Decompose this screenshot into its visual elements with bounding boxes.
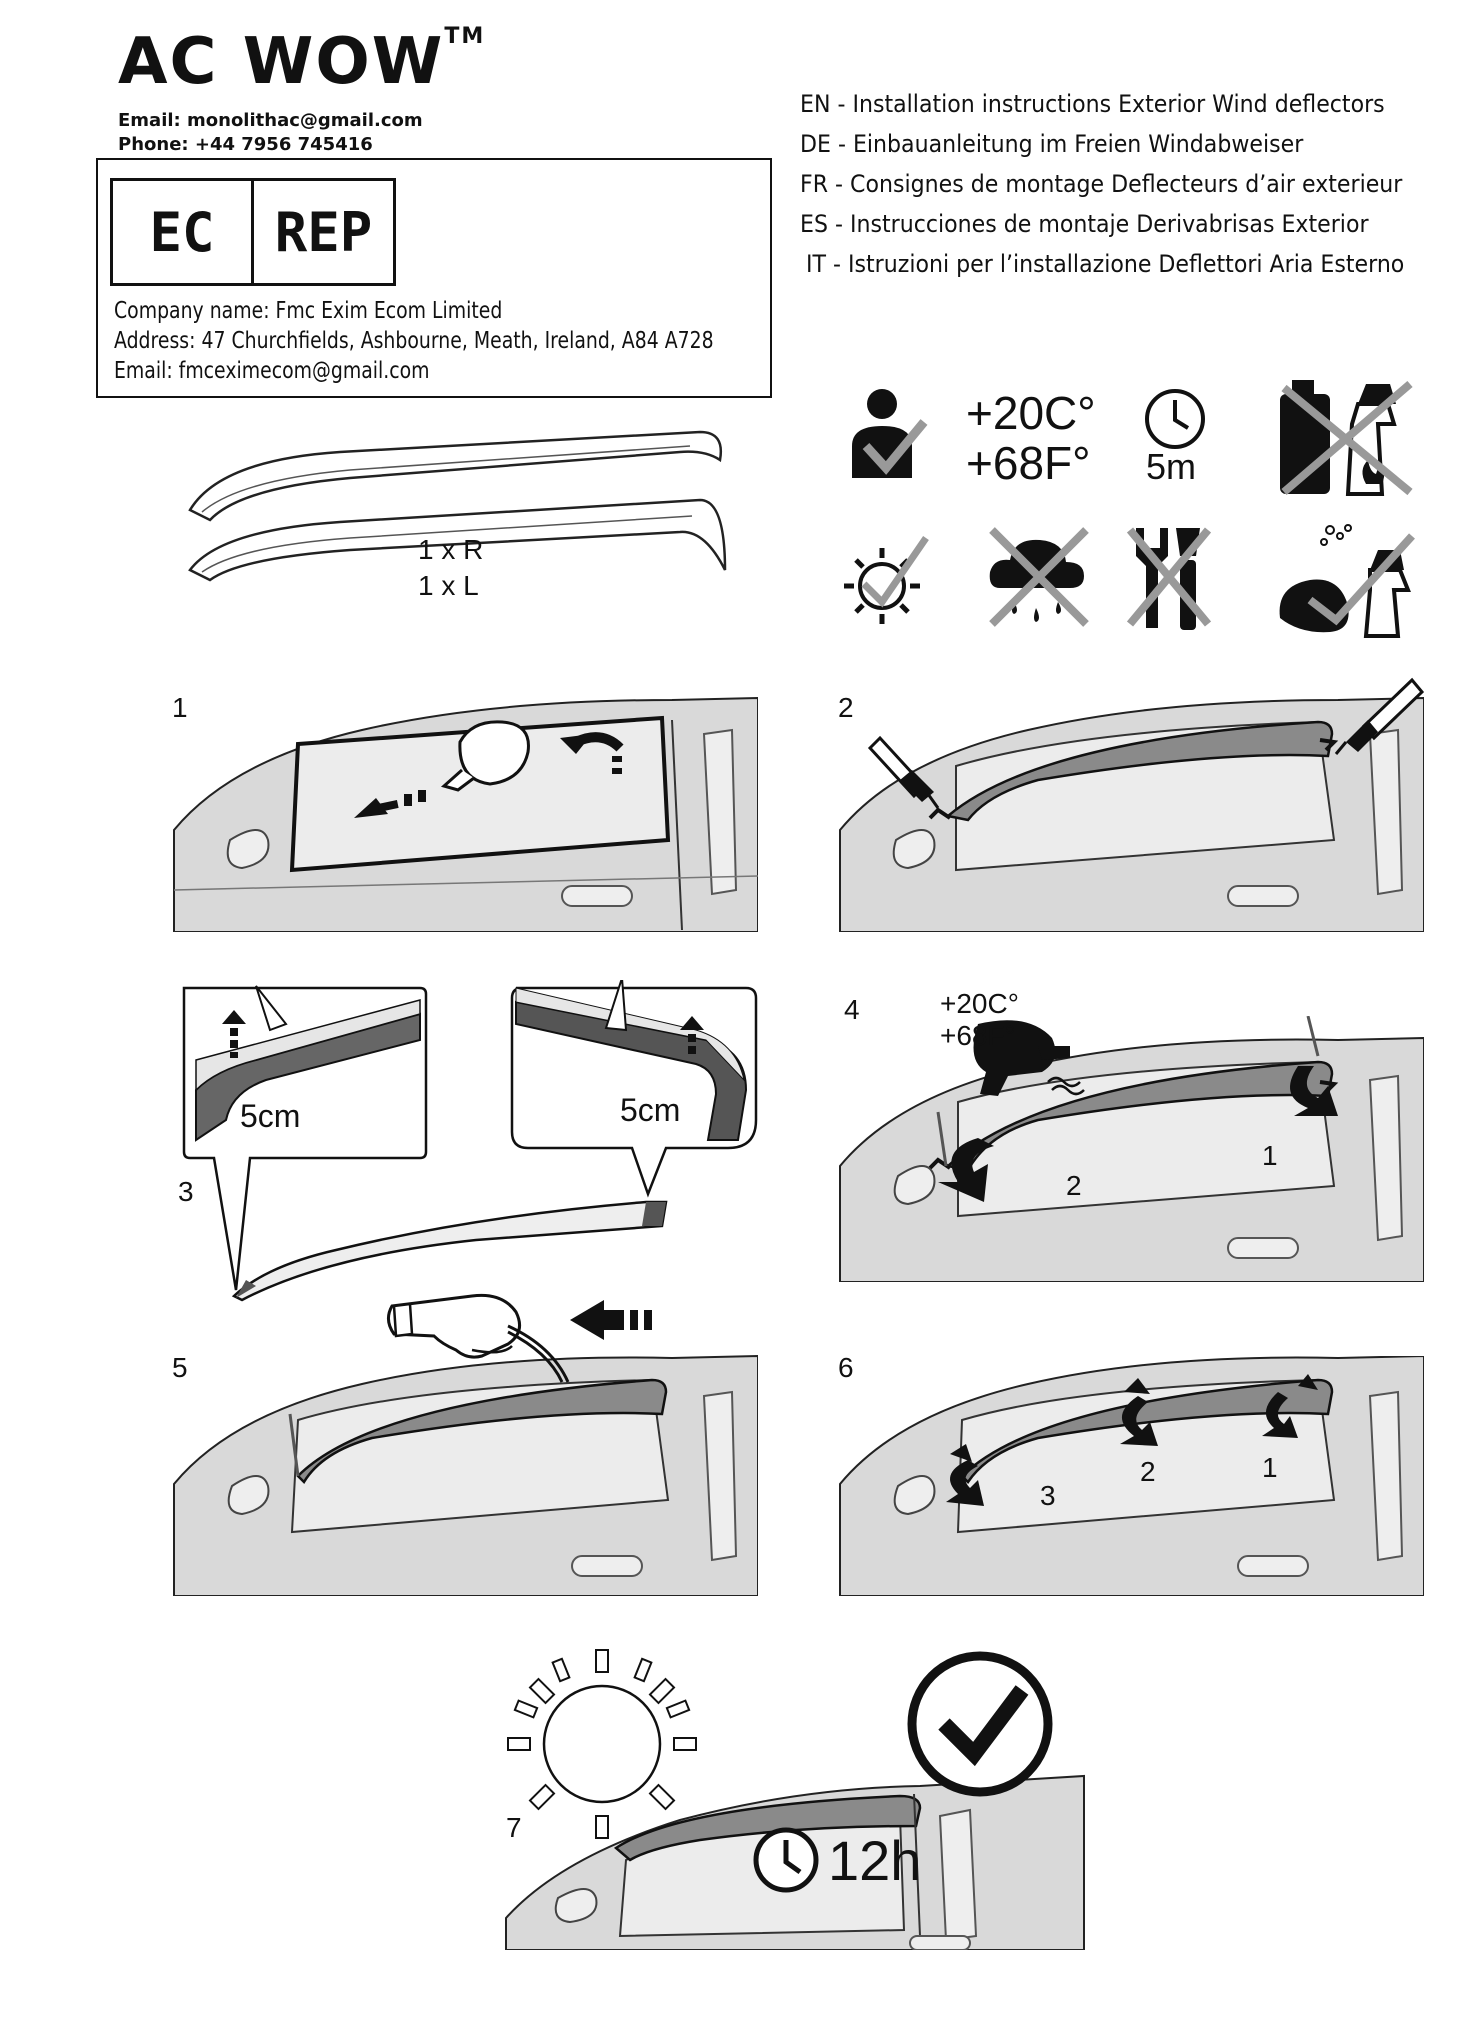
- rep-label: REP: [274, 200, 373, 264]
- title-fr: FR - Consignes de montage Deflecteurs d’…: [800, 170, 1403, 198]
- step-2-number: 2: [838, 692, 854, 723]
- brand-logo: AC WOWTM: [118, 24, 486, 99]
- step-7-number: 7: [506, 1812, 522, 1843]
- title-de: DE - Einbauanleitung im Freien Windabwei…: [800, 130, 1304, 158]
- step-6-number: 6: [838, 1352, 854, 1383]
- heat-temp-c: +20C°: [940, 988, 1019, 1019]
- company-name: Company name: Fmc Exim Ecom Limited: [114, 298, 503, 324]
- step-4-heat-illustration: [839, 1016, 1424, 1282]
- cure-time: 12h: [828, 1829, 922, 1892]
- install-temp-c: +20C°: [966, 387, 1096, 439]
- heat-temp-f: +68F°: [940, 1020, 1016, 1051]
- clock-icon: [1145, 389, 1205, 449]
- step-3-tape-illustration: [182, 980, 758, 1302]
- step-6-press-illustration: [839, 1356, 1424, 1596]
- step-1-number: 1: [172, 692, 188, 723]
- no-sun-icon: [844, 536, 929, 624]
- title-it: IT - Istruzioni per l’installazione Defl…: [806, 250, 1405, 278]
- step-2-primer-illustration: [839, 677, 1424, 932]
- person-check-icon: [852, 389, 928, 478]
- tape-length-right: 5cm: [620, 1092, 681, 1128]
- deflectors-parts-illustration: [188, 430, 727, 582]
- step-4-number: 4: [844, 994, 860, 1025]
- contact-phone: Phone: +44 7956 745416: [118, 134, 373, 155]
- step-3-number: 3: [178, 1176, 194, 1207]
- press-order-1: 1: [1262, 1452, 1278, 1483]
- part-right-count: 1 x R: [418, 534, 484, 565]
- step-5-peel-tape-illustration: [173, 1293, 758, 1596]
- no-rain-icon: [989, 527, 1089, 627]
- cleaning-check-icon: [1279, 524, 1415, 638]
- install-time: 5m: [1146, 446, 1197, 487]
- part-left-count: 1 x L: [418, 570, 479, 601]
- press-order-3: 3: [1040, 1480, 1056, 1511]
- ec-rep-mark: EC REP: [110, 178, 396, 286]
- no-tools-icon: [1126, 527, 1212, 630]
- press-order-2: 2: [1140, 1456, 1156, 1487]
- step-7-cure-illustration: [505, 1649, 1085, 1950]
- title-es: ES - Instrucciones de montaje Derivabris…: [800, 210, 1369, 238]
- step-1-clean-illustration: [173, 696, 758, 932]
- heat-order-2: 2: [1066, 1170, 1082, 1201]
- company-address: Address: 47 Churchfields, Ashbourne, Mea…: [114, 328, 714, 354]
- ec-rep-box: EC REP Company name: Fmc Exim Ecom Limit…: [96, 158, 772, 398]
- title-en: EN - Installation instructions Exterior …: [800, 90, 1385, 118]
- company-email: Email: fmceximecom@gmail.com: [114, 358, 430, 384]
- heat-order-1: 1: [1262, 1140, 1278, 1171]
- ec-label: EC: [113, 181, 254, 283]
- step-5-number: 5: [172, 1352, 188, 1383]
- install-temp-f: +68F°: [966, 437, 1091, 489]
- tape-length-left: 5cm: [240, 1098, 301, 1134]
- no-chemicals-icon: [1280, 380, 1413, 496]
- contact-email: Email: monolithac@gmail.com: [118, 110, 423, 131]
